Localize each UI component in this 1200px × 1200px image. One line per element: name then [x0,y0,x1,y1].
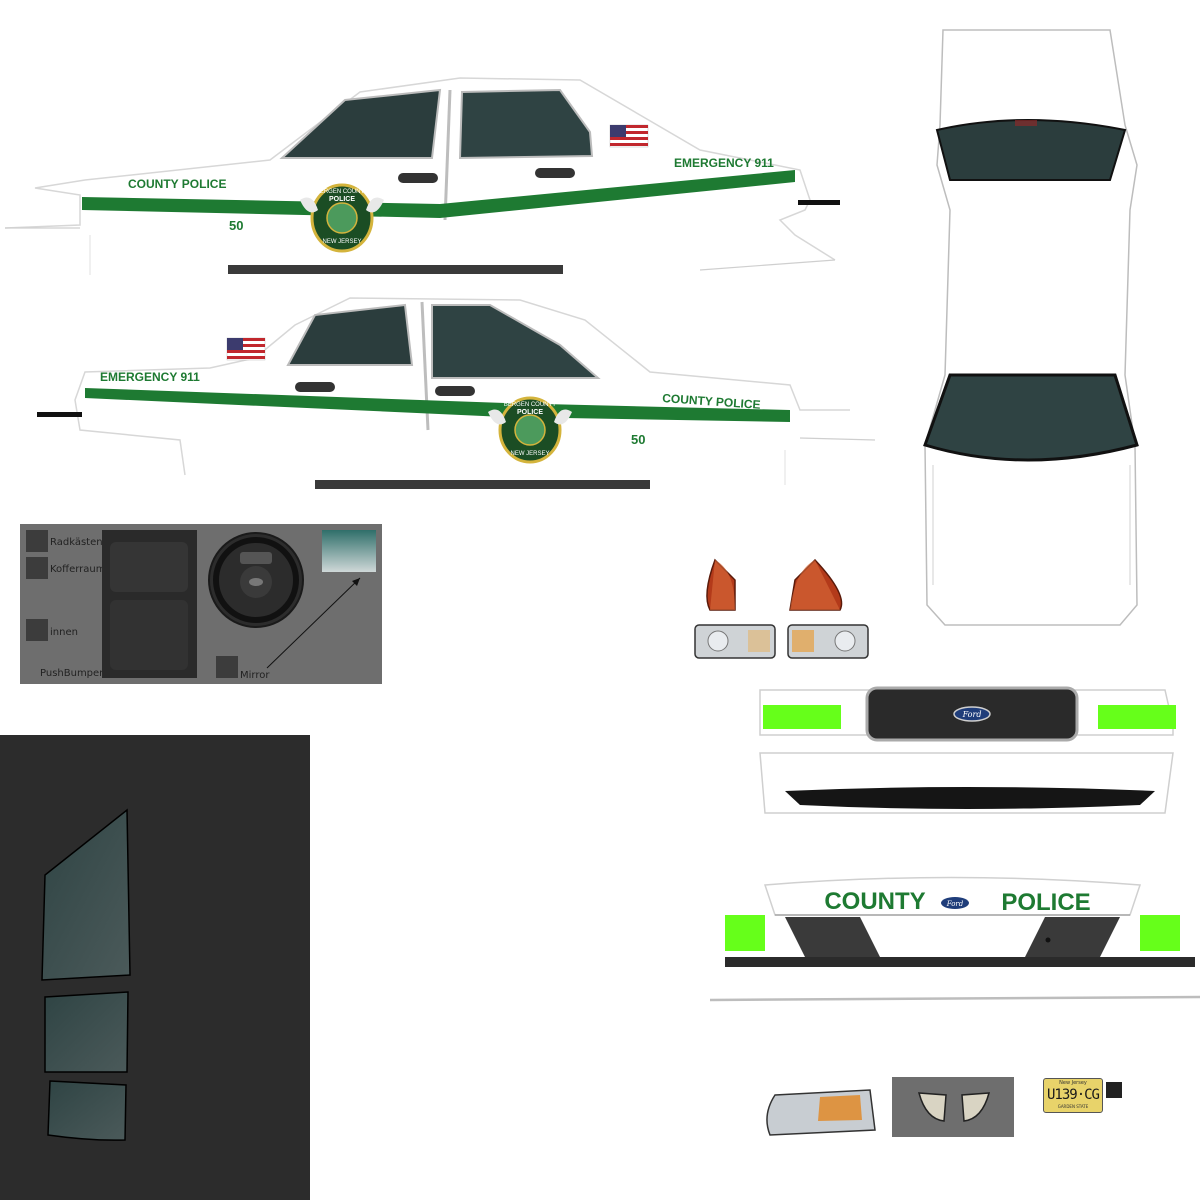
interior-label: innen [50,627,78,638]
trunk-swatch [26,557,48,579]
mirror-label: Mirror [240,670,270,681]
svg-text:POLICE: POLICE [329,196,355,203]
wheel-arch-swatch [26,530,48,552]
third-brake-light [1015,120,1037,126]
unit-number: 50 [229,218,243,233]
side-view-left: BERGEN COUNTY POLICE NEW JERSEY COUNTY P… [4,77,840,275]
emergency-label: EMERGENCY 911 [674,156,774,170]
svg-text:POLICE: POLICE [517,409,543,416]
side-glass-front [41,808,131,981]
rear-window [458,88,594,160]
front-view: Ford [759,686,1176,814]
rocker-panel [315,480,650,489]
front-window [279,88,442,159]
svg-text:BERGEN COUNTY: BERGEN COUNTY [504,402,556,408]
side-view-right: BERGEN COUNTY POLICE NEW JERSEY EMERGENC… [37,297,876,489]
rear-view: COUNTY POLICE Ford [709,876,1200,1002]
rear-police-text: POLICE [1001,889,1090,916]
marker-light-right [1098,705,1176,729]
trunk-label: Kofferraum [50,564,106,575]
door-handle-front [398,173,438,183]
b-pillar [443,89,452,221]
wheel-arch-label: Radkästen [50,537,103,548]
rear-bumper [725,957,1195,967]
top-view [923,29,1139,626]
seat-texture [102,530,197,678]
body-outline [4,77,836,261]
livery-stripe [82,170,795,218]
plate-slogan: GARDEN STATE [1057,1104,1089,1109]
rear-county-text: COUNTY [824,888,925,915]
rear-edge [699,259,836,271]
county-badge: BERGEN COUNTY POLICE NEW JERSEY [300,183,384,253]
front-edge [799,437,876,441]
ford-rear-logo [941,897,969,909]
front-window [431,304,601,379]
county-police-label: COUNTY POLICE [662,391,761,412]
county-badge: BERGEN COUNTY POLICE NEW JERSEY [488,396,572,464]
emergency-label: EMERGENCY 911 [100,370,200,384]
rear-marker-right [1140,915,1180,951]
interior-swatch [26,619,48,641]
plate-state: New Jersey [1059,1080,1087,1086]
door-handle-front [435,386,475,396]
mirror-swatch [216,656,238,678]
svg-text:Ford: Ford [946,900,964,908]
svg-text:BERGEN COUNTY: BERGEN COUNTY [316,189,368,195]
push-bumper-label: PushBumper [40,668,104,679]
tail-panel-left [785,917,880,957]
mirror-glass-swatch [322,530,376,572]
rear-window [286,303,414,366]
light-textures [694,558,869,659]
rear-windshield [935,119,1127,181]
svg-text:NEW JERSEY: NEW JERSEY [510,451,549,457]
mirror-arrow [266,577,361,669]
corner-light [766,1089,876,1136]
svg-text:Ford: Ford [962,710,982,719]
rocker-panel [228,265,563,274]
plate-number: U139·CG [1046,1087,1100,1103]
us-flag [226,337,266,361]
fog-light-icon [918,1092,990,1122]
marker-light-left [763,705,841,729]
plate-light-swatch [1106,1082,1122,1098]
side-glass-quarter [47,1080,127,1141]
tail-panel-right [1025,917,1120,957]
bumper-intake [785,787,1155,809]
door-handle-rear [535,168,575,178]
us-flag [609,124,649,148]
fog-light-panel [892,1077,1014,1137]
livery-stripe [85,388,790,422]
steering-wheel [208,532,304,628]
front-windshield [923,373,1139,462]
svg-text:NEW JERSEY: NEW JERSEY [322,239,361,245]
lower-trim [709,995,1200,1002]
ford-grille-logo [953,706,991,722]
rear-bumper-strip [798,200,840,205]
rear-bumper-strip [37,412,82,417]
glass-uv-area [0,735,310,1200]
side-glass-rear [44,991,129,1073]
unit-number: 50 [631,432,645,447]
rear-marker-left [725,915,765,951]
door-handle-rear [295,382,335,392]
trunk-lid [763,876,1142,916]
material-panel: Radkästen Kofferraum innen PushBumper Mi… [20,524,382,684]
county-police-label: COUNTY POLICE [128,177,226,191]
license-plate: New Jersey U139·CG GARDEN STATE [1043,1078,1103,1113]
